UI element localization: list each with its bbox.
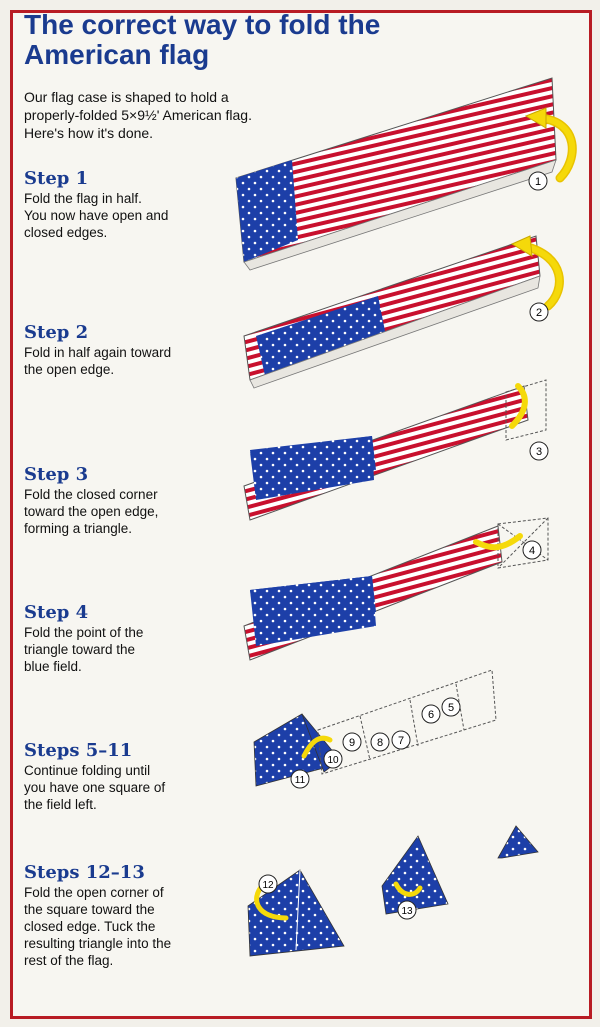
title-line-2: American flag bbox=[24, 39, 210, 70]
step-2-text: Fold in half again toward the open edge. bbox=[24, 344, 244, 378]
step-1-heading: Step 1 bbox=[24, 168, 89, 189]
step-marker-3: 3 bbox=[529, 441, 549, 461]
step-4-text: Fold the point of the triangle toward th… bbox=[24, 624, 244, 675]
step-marker-7: 7 bbox=[391, 730, 411, 750]
steps-5-11-heading: Steps 5–11 bbox=[24, 740, 133, 761]
step-2-line: Fold in half again toward bbox=[24, 345, 172, 360]
intro-line-1: Our flag case is shaped to hold a bbox=[24, 89, 229, 105]
step-4-illustration bbox=[243, 517, 549, 661]
marker-label-8: 8 bbox=[377, 737, 383, 749]
step-4-line: Fold the point of the bbox=[24, 625, 144, 640]
step-1-text: Fold the flag in half. You now have open… bbox=[24, 190, 244, 241]
step-3-text: Fold the closed corner toward the open e… bbox=[24, 486, 244, 537]
steps-12-13: Steps 12–13 Fold the open corner of the … bbox=[24, 862, 244, 969]
step-4-line: blue field. bbox=[24, 659, 82, 674]
step-2: Step 2 Fold in half again toward the ope… bbox=[24, 322, 244, 378]
marker-label-9: 9 bbox=[349, 737, 355, 749]
step-2-illustration bbox=[243, 235, 564, 389]
marker-label-12: 12 bbox=[262, 880, 274, 891]
steps-5-11-line: the field left. bbox=[24, 797, 97, 812]
step-3: Step 3 Fold the closed corner toward the… bbox=[24, 464, 244, 537]
steps-5-11-text: Continue folding until you have one squa… bbox=[24, 762, 244, 813]
step-3-line: forming a triangle. bbox=[24, 521, 133, 536]
step-1-line: You now have open and bbox=[24, 208, 169, 223]
steps-12-13-heading: Steps 12–13 bbox=[24, 862, 145, 883]
step-4-heading: Step 4 bbox=[24, 602, 89, 623]
step-marker-12: 12 bbox=[258, 874, 278, 894]
marker-label-6: 6 bbox=[428, 709, 434, 721]
steps-12-13-text: Fold the open corner of the square towar… bbox=[24, 884, 244, 969]
step-marker-9: 9 bbox=[342, 732, 362, 752]
step-marker-4: 4 bbox=[522, 540, 542, 560]
steps-12-13-line: rest of the flag. bbox=[24, 953, 114, 968]
marker-label-1: 1 bbox=[535, 176, 541, 188]
marker-label-2: 2 bbox=[536, 307, 542, 319]
step-1: Step 1 Fold the flag in half. You now ha… bbox=[24, 168, 244, 241]
step-1-illustration bbox=[235, 77, 577, 271]
step-marker-6: 6 bbox=[421, 704, 441, 724]
steps-12-13-line: closed edge. Tuck the bbox=[24, 919, 156, 934]
step-2-heading: Step 2 bbox=[24, 322, 89, 343]
steps-5-11-line: Continue folding until bbox=[24, 763, 151, 778]
step-marker-8: 8 bbox=[370, 732, 390, 752]
step-1-line: Fold the flag in half. bbox=[24, 191, 142, 206]
step-marker-1: 1 bbox=[528, 171, 548, 191]
step-marker-10: 10 bbox=[323, 749, 343, 769]
intro-line-3: Here's how it's done. bbox=[24, 125, 154, 141]
step-3-heading: Step 3 bbox=[24, 464, 89, 485]
step-4-line: triangle toward the bbox=[24, 642, 136, 657]
step-3-illustration bbox=[243, 379, 547, 521]
intro-text: Our flag case is shaped to hold a proper… bbox=[24, 88, 264, 142]
title-line-1: The correct way to fold the bbox=[24, 9, 381, 40]
steps-5-11-illustration bbox=[253, 669, 497, 787]
steps-5-11-line: you have one square of bbox=[24, 780, 166, 795]
steps-12-13-illustration bbox=[247, 825, 539, 957]
step-1-line: closed edges. bbox=[24, 225, 108, 240]
marker-label-11: 11 bbox=[295, 775, 306, 786]
marker-label-3: 3 bbox=[536, 446, 542, 458]
page-title: The correct way to fold the American fla… bbox=[24, 10, 444, 70]
marker-label-10: 10 bbox=[327, 755, 339, 766]
marker-label-7: 7 bbox=[398, 735, 404, 747]
step-3-line: toward the open edge, bbox=[24, 504, 159, 519]
step-4: Step 4 Fold the point of the triangle to… bbox=[24, 602, 244, 675]
marker-label-5: 5 bbox=[448, 702, 454, 714]
steps-5-11: Steps 5–11 Continue folding until you ha… bbox=[24, 740, 244, 813]
steps-12-13-line: Fold the open corner of bbox=[24, 885, 164, 900]
step-marker-2: 2 bbox=[529, 302, 549, 322]
step-marker-11: 11 bbox=[290, 769, 310, 789]
step-3-line: Fold the closed corner bbox=[24, 487, 158, 502]
marker-label-13: 13 bbox=[401, 906, 413, 917]
step-marker-5: 5 bbox=[441, 697, 461, 717]
step-marker-13: 13 bbox=[397, 900, 417, 920]
marker-label-4: 4 bbox=[529, 545, 535, 557]
intro-line-2: properly-folded 5×9½' American flag. bbox=[24, 107, 252, 123]
steps-12-13-line: the square toward the bbox=[24, 902, 155, 917]
step-2-line: the open edge. bbox=[24, 362, 115, 377]
steps-12-13-line: resulting triangle into the bbox=[24, 936, 172, 951]
